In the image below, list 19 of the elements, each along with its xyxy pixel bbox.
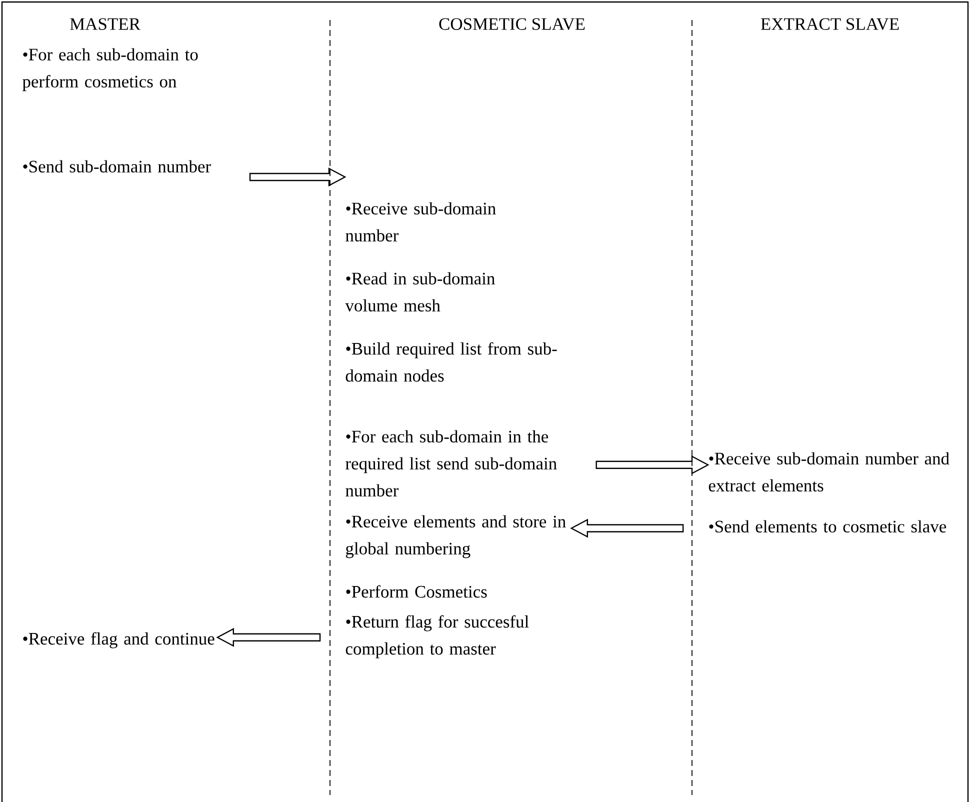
column-heading: COSMETIC SLAVE (439, 18, 585, 30)
column-heading: MASTER (70, 18, 140, 30)
step-text: •Read in sub-domain volume mesh (345, 272, 495, 312)
step-text: •Return flag for succesful completion to master (346, 615, 529, 658)
block-arrow (570, 518, 684, 538)
step-text: •Receive sub-domain number (346, 202, 496, 242)
step-text: •For each sub-domain in the required list send sub-domain number (346, 430, 557, 496)
block-arrow (216, 628, 321, 647)
step-text: •Send elements to cosmetic slave (709, 520, 946, 532)
block-arrow (596, 455, 710, 474)
step-text: •Build required list from sub-domain nodes (346, 342, 557, 382)
step-text: •Receive sub-domain number and extract elements (708, 452, 950, 492)
column-heading: EXTRACT SLAVE (760, 18, 899, 30)
step-text: •Receive flag and continue (23, 632, 214, 648)
step-text: •For each sub-domain to perform cosmetics on (22, 48, 198, 92)
block-arrow (249, 168, 346, 187)
step-text: •Receive elements and store in global numbering (346, 515, 566, 558)
step-text: •Send sub-domain number (23, 160, 211, 172)
step-text: •Perform Cosmetics (346, 585, 487, 598)
